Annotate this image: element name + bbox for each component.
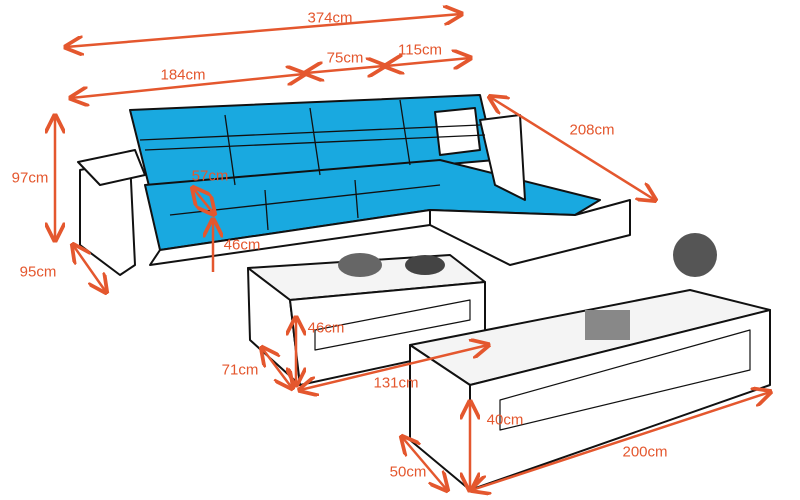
sofa-front [149,209,431,266]
label-tv-stand-height: 40cm [486,411,524,429]
plant-decor [673,233,717,277]
label-corner-section: 115cm [398,41,442,59]
arrow-50 [402,437,447,490]
arrow-115 [386,58,470,66]
label-coffee-table-height: 46cm [307,319,345,337]
arrow-95 [73,245,106,292]
label-chaise-length: 208cm [569,121,615,139]
label-tv-stand-depth: 50cm [389,463,427,481]
arrow-71 [262,348,292,388]
arrow-200 [472,392,770,490]
arrow-374 [66,14,461,47]
label-coffee-table-depth: 71cm [221,361,259,379]
dimension-arrows [55,14,770,490]
label-seat-depth: 57cm [191,167,229,185]
label-middle-section: 75cm [326,49,364,67]
label-depth: 95cm [19,263,57,281]
label-seat-height: 46cm [223,236,261,254]
label-main-section: 184cm [160,66,206,84]
arrow-184 [71,74,304,98]
arrow-208 [490,97,655,200]
arrow-57 [193,188,214,214]
arrow-131 [300,345,488,390]
label-tv-stand-length: 200cm [622,443,668,461]
pillow [434,107,481,156]
label-coffee-table-length: 131cm [373,374,419,392]
arrow-75 [306,66,384,73]
sofa-left-arm [77,149,146,186]
label-total-length: 374cm [307,9,353,27]
label-height: 97cm [11,169,49,187]
